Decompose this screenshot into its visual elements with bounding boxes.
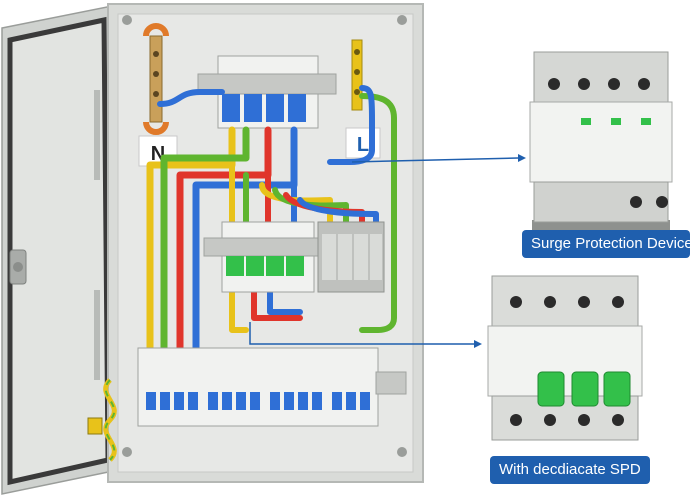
mount-screw-icon [122, 15, 132, 25]
mount-screw-icon [397, 447, 407, 457]
mount-screw-icon [122, 447, 132, 457]
spd-in-cabinet [317, 221, 385, 293]
live-marker-text: L [357, 134, 369, 156]
mount-screw-icon [397, 15, 407, 25]
spd-callout-label: Surge Protection Device [522, 230, 693, 258]
live-busbar [351, 39, 363, 111]
enclosure-door [1, 5, 119, 495]
main-breaker-top [197, 55, 337, 129]
breaker-in-cabinet [203, 221, 331, 293]
wiring-harness [146, 85, 397, 354]
breaker-callout-label: With decdiacate SPD [490, 456, 650, 484]
outgoing-breaker-row [137, 347, 407, 427]
surge-protection-device-product [529, 51, 673, 232]
callout-line-spd [351, 154, 526, 163]
neutral-busbar [143, 23, 169, 135]
callout-line-breaker [249, 322, 482, 348]
breaker-with-spd-product [487, 275, 643, 441]
door-handle-icon[interactable] [9, 249, 27, 285]
earth-wire-coil [87, 378, 117, 462]
